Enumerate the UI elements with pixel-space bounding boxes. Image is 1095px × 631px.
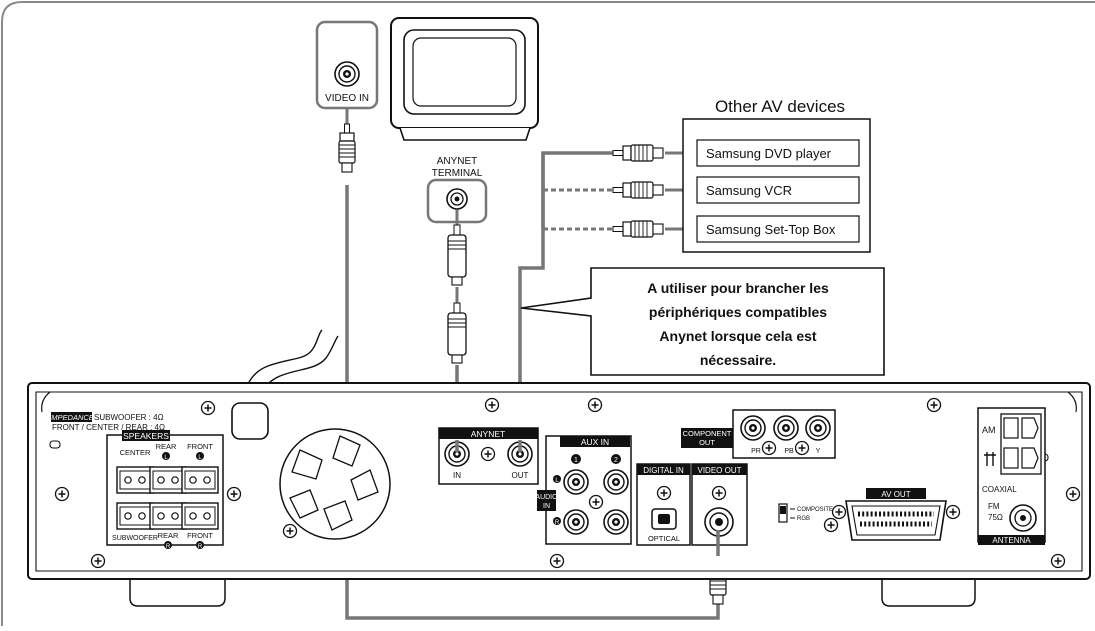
optical-label: OPTICAL (648, 534, 680, 543)
svg-text:R: R (166, 544, 171, 550)
stb-plug (612, 220, 664, 238)
antenna-title: ANTENNA (992, 536, 1031, 545)
right-foot (881, 577, 976, 607)
digital-in-title: DIGITAL IN (643, 466, 684, 475)
svg-text:L: L (164, 455, 168, 461)
device-stb-box (696, 215, 860, 243)
aux-in-title: AUX IN (581, 437, 609, 447)
dvd-plug (612, 144, 664, 162)
other-devices-title: Other AV devices (715, 97, 845, 116)
note-line-1: A utiliser pour brancher les (647, 280, 829, 296)
av-out-block: AV OUT (831, 488, 961, 541)
svg-text:L: L (555, 478, 559, 484)
pb-label: PB (784, 448, 794, 455)
audio-label: AUDIO (535, 494, 558, 501)
svg-text:FRONT / CENTER / REAR : 4Ω: FRONT / CENTER / REAR : 4Ω (52, 423, 165, 432)
svg-text:IMPEDANCE: IMPEDANCE (49, 413, 95, 422)
svg-text:SUBWOOFER : 4Ω: SUBWOOFER : 4Ω (94, 413, 164, 422)
video-out-title: VIDEO OUT (697, 466, 741, 475)
antenna-block: AM COAXIAL FM 75Ω ANTENNA (977, 407, 1046, 545)
television (390, 17, 539, 141)
anynet-plug-top (447, 224, 467, 286)
device-vcr-label: Samsung VCR (706, 183, 792, 198)
svg-text:R: R (198, 544, 203, 550)
anynet-terminal-label-1: ANYNET (437, 156, 478, 167)
aux-in-block: AUX IN 1 2 L R AUDIO IN (535, 435, 632, 545)
speakers-block: SPEAKERS CENTER REAR FRONT L L SUBWOOFER… (106, 430, 224, 550)
anynet-terminal-label-2: TERMINAL (432, 168, 483, 179)
subwoofer-label: SUBWOOFER (112, 535, 158, 542)
composite-rgb-switch: COMPOSITE RGB (778, 503, 833, 523)
note-line-2: périphériques compatibles (649, 304, 827, 320)
other-devices-box: Samsung DVD player Samsung VCR Samsung S… (682, 118, 871, 253)
fm-label: FM (988, 502, 1000, 511)
center-label: CENTER (120, 448, 151, 457)
fm-ohm-label: 75Ω (988, 513, 1003, 522)
speakers-title: SPEAKERS (123, 431, 169, 441)
rear-label-bottom: REAR (158, 531, 179, 540)
component-out-block: COMPONENT OUT PR PB Y (681, 409, 836, 459)
y-label: Y (816, 448, 821, 455)
front-label-bottom: FRONT (187, 531, 213, 540)
composite-label: COMPOSITE (797, 507, 833, 513)
pr-label: PR (751, 448, 761, 455)
component-out-label-2: OUT (699, 438, 715, 447)
av-out-title: AV OUT (881, 490, 910, 499)
front-label-top: FRONT (187, 442, 213, 451)
note-line-3: Anynet lorsque cela est (659, 328, 817, 344)
anynet-in-label: IN (453, 471, 461, 480)
video-in-label: VIDEO IN (325, 93, 369, 104)
svg-text:2: 2 (614, 457, 618, 464)
audio-in-label: IN (543, 503, 550, 510)
anynet-block: ANYNET IN OUT (438, 427, 539, 485)
note-callout: A utiliser pour brancher les périphériqu… (520, 267, 885, 376)
device-dvd-label: Samsung DVD player (706, 146, 832, 161)
anynet-plug-bottom (447, 302, 467, 364)
rear-label-top: REAR (156, 442, 177, 451)
impedance-label: IMPEDANCE SUBWOOFER : 4Ω FRONT / CENTER … (49, 412, 165, 432)
tv-video-in-panel: VIDEO IN (315, 20, 379, 110)
device-vcr-box (696, 176, 860, 204)
component-out-label-1: COMPONENT (683, 429, 732, 438)
anynet-title: ANYNET (471, 429, 505, 439)
note-line-4: nécessaire. (700, 352, 776, 368)
device-dvd-box (696, 139, 860, 167)
vcr-plug (612, 181, 664, 199)
tv-video-plug (338, 123, 356, 173)
svg-text:R: R (555, 520, 560, 526)
am-label: AM (982, 425, 996, 435)
svg-text:L: L (198, 455, 202, 461)
rgb-label: RGB (797, 516, 810, 522)
device-stb-label: Samsung Set-Top Box (706, 222, 836, 237)
receiver-rear-panel: IMPEDANCE SUBWOOFER : 4Ω FRONT / CENTER … (27, 382, 1091, 607)
svg-text:1: 1 (574, 457, 578, 464)
digital-in-block: DIGITAL IN OPTICAL (636, 463, 691, 546)
left-foot (129, 577, 226, 607)
coaxial-label: COAXIAL (982, 485, 1017, 494)
anynet-out-label: OUT (512, 471, 529, 480)
